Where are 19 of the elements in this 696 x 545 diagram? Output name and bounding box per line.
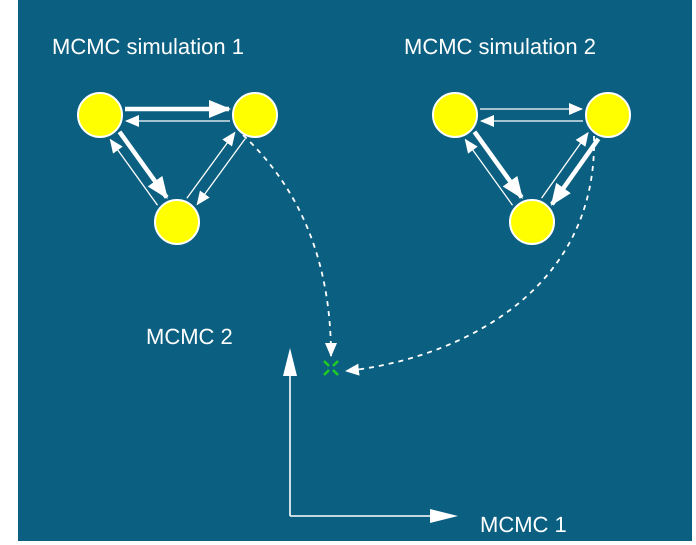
arrow	[118, 130, 169, 200]
text-label: MCMC simulation 2	[404, 33, 596, 61]
arrow	[480, 115, 583, 127]
arrow	[480, 103, 583, 115]
arrow	[242, 134, 337, 357]
arrow	[125, 100, 231, 118]
cross-marker	[322, 359, 340, 377]
arrow	[464, 138, 514, 206]
arrow	[541, 132, 589, 199]
arrow	[196, 138, 246, 206]
text-label: MCMC simulation 1	[52, 33, 244, 61]
arrow	[186, 132, 236, 199]
arrow	[125, 115, 230, 127]
arrow	[472, 130, 524, 200]
text-label: MCMC 2	[146, 323, 233, 351]
arrow	[550, 138, 600, 206]
arrow	[110, 138, 158, 206]
text-label: MCMC 1	[480, 511, 567, 539]
arrow	[345, 136, 595, 376]
